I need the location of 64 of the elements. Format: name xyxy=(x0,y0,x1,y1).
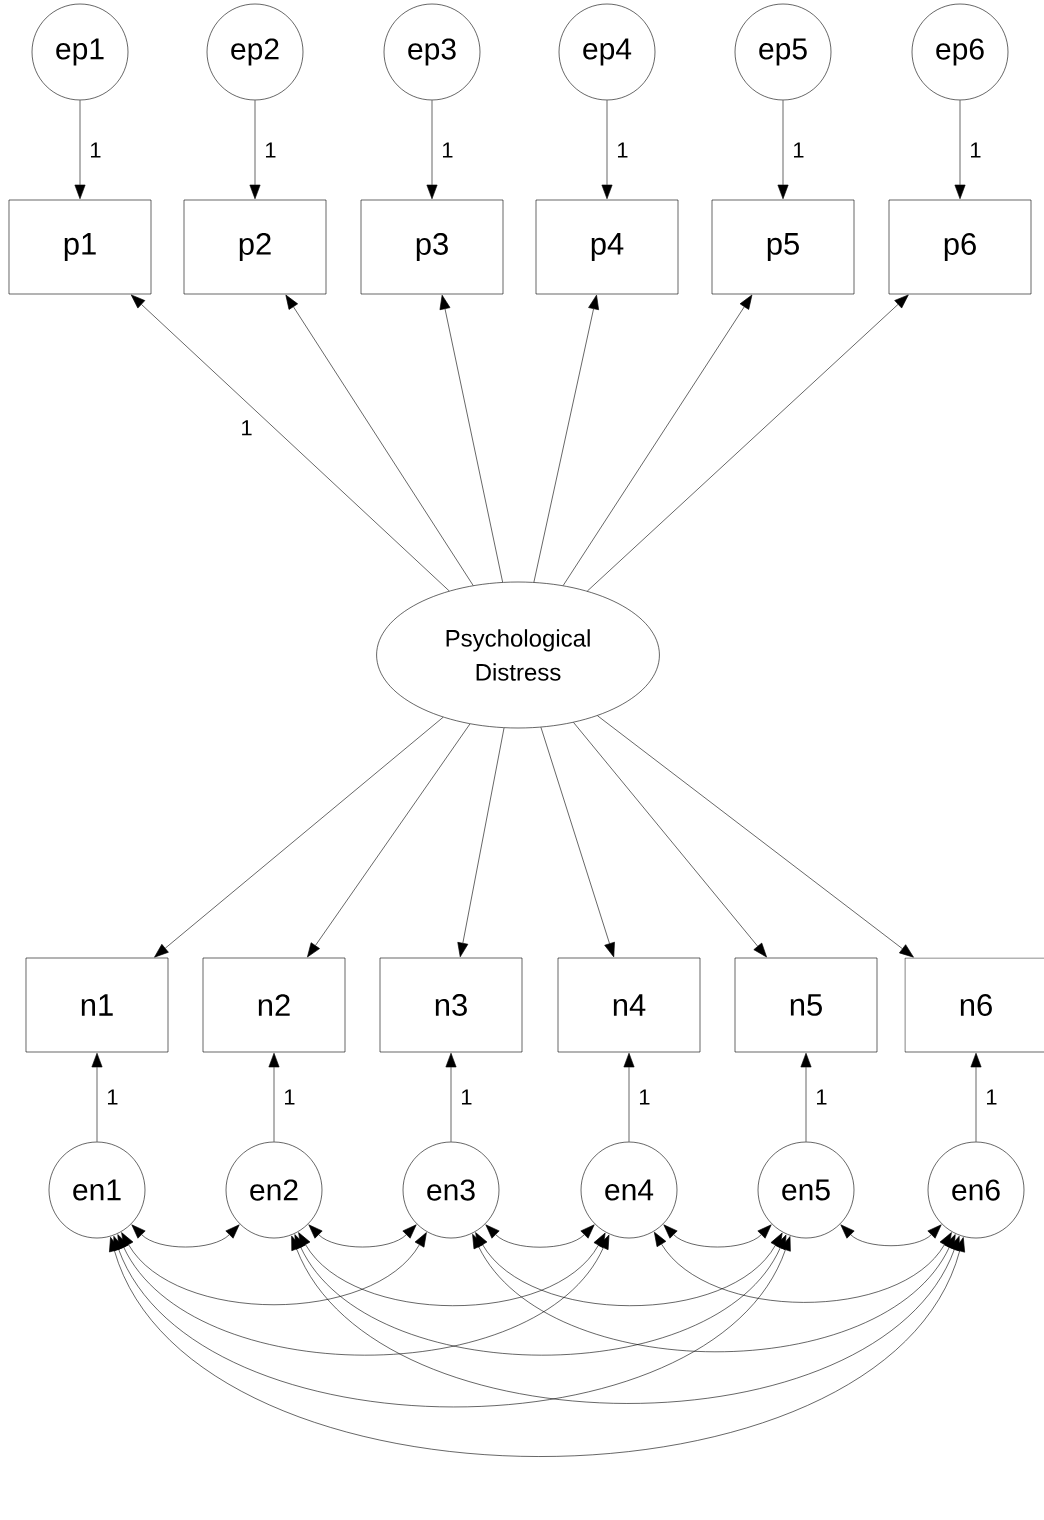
arrow xyxy=(954,100,966,200)
variable-box: n4 xyxy=(557,957,701,1053)
covariance-arrow xyxy=(485,1224,595,1248)
covariance-arrow xyxy=(294,1234,787,1356)
covariance-arrow xyxy=(475,1232,783,1306)
covariance-arrow xyxy=(472,1233,956,1353)
arrow xyxy=(426,100,438,200)
edge-label: 1 xyxy=(266,142,276,158)
variable-box: p2 xyxy=(183,199,327,295)
arrow xyxy=(970,1052,982,1142)
covariance-arrow xyxy=(121,1232,427,1306)
edge-label: 1 xyxy=(108,1089,118,1105)
variable-box: p6 xyxy=(888,199,1032,295)
variable-box: p1 xyxy=(8,199,152,295)
covariance-arrow xyxy=(291,1235,960,1404)
edge-label: 1 xyxy=(443,142,453,158)
edge-label: 1 xyxy=(971,142,981,158)
edge-label: 1 xyxy=(285,1089,295,1105)
arrow xyxy=(439,294,503,583)
arrow xyxy=(154,716,444,958)
arrow xyxy=(601,100,613,200)
covariance-arrow xyxy=(131,1224,240,1248)
covariance-arrow xyxy=(113,1235,791,1408)
arrow xyxy=(457,727,505,958)
edge-label: 1 xyxy=(640,1089,650,1105)
arrow xyxy=(623,1052,635,1142)
variable-box: n1 xyxy=(25,957,169,1053)
arrow xyxy=(540,727,615,958)
variable-box: n5 xyxy=(734,957,878,1053)
arrow xyxy=(445,1052,457,1142)
arrow xyxy=(91,1052,103,1142)
covariance-arrow xyxy=(117,1234,610,1356)
covariance-arrow xyxy=(663,1224,772,1248)
variable-box: n6 xyxy=(904,957,1044,1053)
arrow xyxy=(573,722,767,958)
variable-box: p5 xyxy=(711,199,855,295)
arrow xyxy=(533,294,599,583)
arrow xyxy=(268,1052,280,1142)
arrow xyxy=(130,294,450,592)
edge-label: 1 xyxy=(242,420,252,436)
arrow xyxy=(587,294,909,592)
variable-box: n3 xyxy=(379,957,523,1053)
edge-label: 1 xyxy=(817,1089,827,1105)
arrow xyxy=(249,100,261,200)
covariance-arrow xyxy=(840,1224,942,1246)
covariance-arrow xyxy=(109,1237,965,1457)
arrow xyxy=(597,715,914,958)
edge-label: 1 xyxy=(618,142,628,158)
variable-box: n2 xyxy=(202,957,346,1053)
arrow xyxy=(307,723,471,958)
arrow xyxy=(562,294,753,586)
edge-label: 1 xyxy=(794,142,804,158)
arrow xyxy=(285,294,474,586)
arrow xyxy=(800,1052,812,1142)
covariance-arrow xyxy=(308,1224,417,1248)
arrow xyxy=(777,100,789,200)
covariance-arrow xyxy=(298,1232,606,1306)
edge-label: 1 xyxy=(987,1089,997,1105)
edge-label: 1 xyxy=(91,142,101,158)
covariance-arrow xyxy=(654,1231,952,1303)
arrow xyxy=(74,100,86,200)
variable-box: p3 xyxy=(360,199,504,295)
variable-box: p4 xyxy=(535,199,679,295)
edge-label: 1 xyxy=(462,1089,472,1105)
